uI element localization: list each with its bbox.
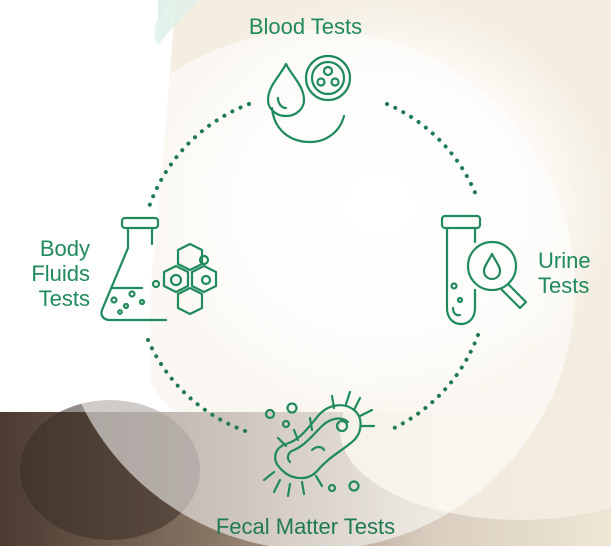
label-fecal-matter-tests: Fecal Matter Tests — [215, 514, 396, 539]
label-body-line-1: Body — [39, 236, 90, 261]
label-body-fluids-tests: Body Fluids Tests — [10, 236, 90, 311]
label-body-line-2: Fluids — [31, 261, 90, 286]
dotted-ring — [146, 102, 480, 434]
test-tube-magnifier-icon — [440, 214, 528, 326]
label-blood-tests: Blood Tests — [248, 14, 363, 39]
blood-drop-petri-dish-icon — [266, 54, 352, 144]
label-body-line-3: Tests — [38, 286, 90, 311]
label-urine-line-2: Tests — [538, 273, 590, 298]
bacteria-icon — [262, 390, 376, 498]
label-urine-line-1: Urine — [538, 248, 591, 273]
flask-molecules-icon — [100, 216, 218, 322]
label-urine-tests: Urine Tests — [538, 248, 611, 298]
